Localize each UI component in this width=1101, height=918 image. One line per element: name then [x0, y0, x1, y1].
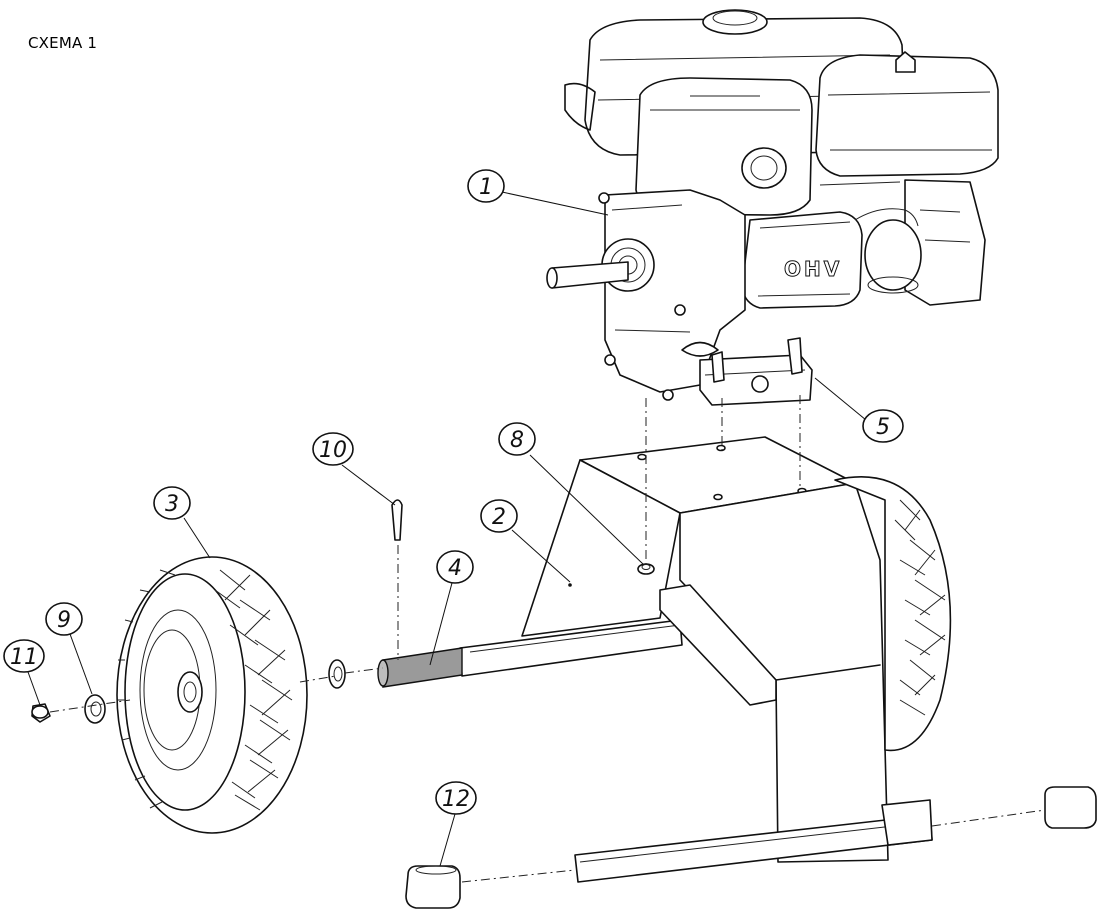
callout-1: 1 — [467, 169, 609, 216]
callout-label: 9 — [57, 608, 71, 633]
callout-label: 8 — [510, 428, 524, 453]
outer-washer — [84, 694, 106, 724]
wheel — [116, 556, 308, 834]
callout-label: 5 — [876, 415, 890, 440]
rear-right-wheel — [834, 476, 952, 752]
engine: OHV — [546, 9, 999, 406]
callout-5: 5 — [814, 377, 904, 443]
hub-cap — [31, 703, 51, 723]
tube-plug-rear — [1044, 786, 1097, 829]
ohv-badge: OHV — [784, 257, 842, 281]
cotter-pin — [391, 499, 403, 541]
callout-label: 2 — [492, 505, 506, 530]
tube-plug-front — [405, 865, 461, 909]
callout-label: 1 — [479, 175, 493, 200]
frame — [459, 436, 933, 883]
callout-label: 11 — [10, 645, 38, 670]
callout-10: 10 — [312, 432, 396, 506]
callout-11: 11 — [3, 639, 45, 706]
assembly-centerlines — [49, 395, 1046, 883]
callout-3: 3 — [153, 486, 211, 559]
callout-9: 9 — [45, 602, 93, 695]
callout-label: 4 — [448, 556, 462, 581]
callout-label: 10 — [319, 438, 347, 463]
callout-2: 2 — [480, 499, 571, 583]
callout-4: 4 — [429, 550, 474, 666]
frame-nut — [637, 563, 655, 575]
callout-label: 12 — [442, 787, 470, 812]
scheme-title: СХЕМА 1 — [28, 34, 98, 52]
callout-12: 12 — [435, 781, 477, 867]
callout-label: 3 — [165, 492, 179, 517]
inner-washer — [328, 659, 346, 689]
callout-8: 8 — [498, 422, 645, 566]
axle — [377, 647, 463, 688]
